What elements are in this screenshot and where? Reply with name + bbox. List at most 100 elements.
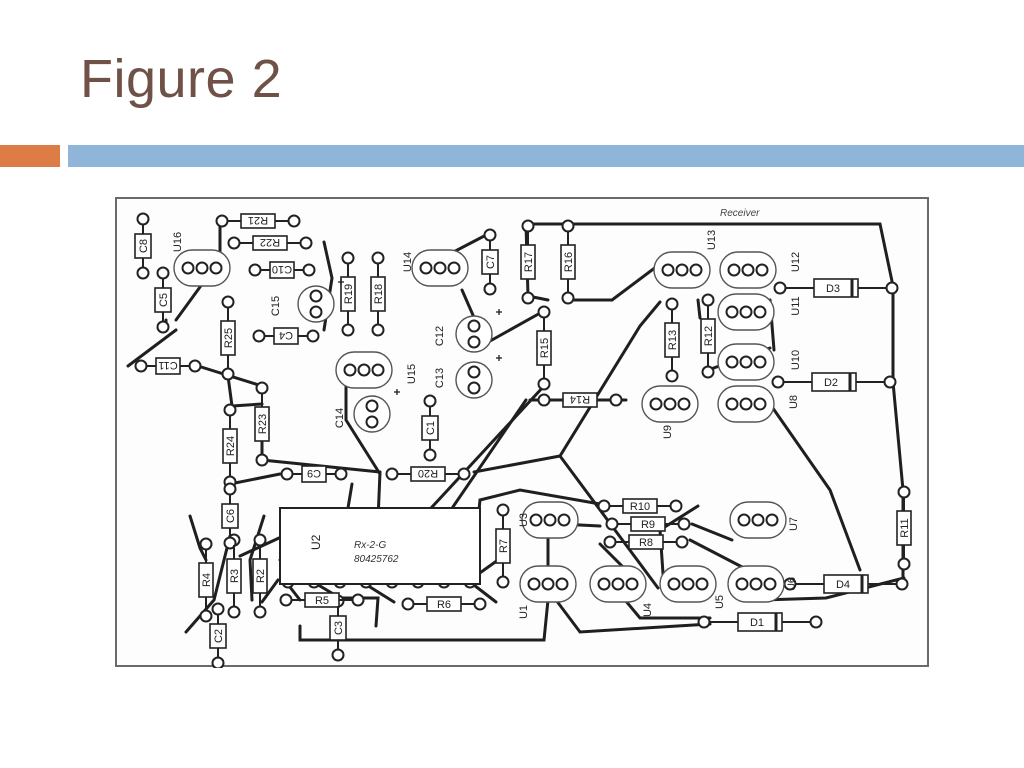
resistor-label: R22 <box>260 236 280 248</box>
transistor-pad <box>663 397 677 411</box>
elcap-c12-label: C12 <box>434 326 446 346</box>
elcap-c12-outline <box>455 315 493 353</box>
capacitor-body <box>421 415 439 441</box>
resistor-label: R19 <box>343 284 355 304</box>
transistor-pad <box>763 577 777 591</box>
resistor-r19: R19 <box>340 263 356 325</box>
elcap-pad <box>365 415 379 429</box>
resistor-r16: R16 <box>560 231 576 293</box>
resistor-r24: R24 <box>222 415 238 477</box>
capacitor-body <box>301 465 327 483</box>
resistor-body <box>700 318 716 354</box>
diode-d1: D1 <box>710 612 810 632</box>
transistor-pad <box>419 261 433 275</box>
transistor-u9-label: U9 <box>662 425 674 439</box>
capacitor-label: C10 <box>272 263 292 275</box>
resistor-body <box>304 592 340 608</box>
capacitor-body <box>155 357 181 375</box>
resistor-body <box>630 516 666 532</box>
transistor-u13-label: U13 <box>706 230 718 250</box>
transistor-u3-label: U3 <box>518 513 530 527</box>
resistor-body <box>410 466 446 482</box>
resistor-label: R14 <box>570 393 590 405</box>
slide-title: Figure 2 <box>80 49 283 109</box>
capacitor-body <box>329 615 347 641</box>
transistor-pad <box>447 261 461 275</box>
resistor-r25: R25 <box>220 307 236 369</box>
capacitor-label: C6 <box>225 509 237 523</box>
transistor-pad <box>689 263 703 277</box>
resistor-body <box>562 392 598 408</box>
transistor-pad <box>677 397 691 411</box>
transistor-pad <box>753 305 767 319</box>
elcap-c15-label: C15 <box>270 296 282 316</box>
capacitor-body <box>269 261 295 279</box>
transistor-u15-label: U15 <box>406 364 418 384</box>
resistor-r2: R2 <box>252 545 268 607</box>
resistor-label: R7 <box>498 539 510 553</box>
resistor-label: R17 <box>523 252 535 272</box>
diode-pad <box>885 281 899 295</box>
transistor-u5-label: U5 <box>714 595 726 609</box>
transistor-pad <box>751 513 765 527</box>
capacitor-label: C9 <box>307 467 321 479</box>
diode-pad <box>895 577 909 591</box>
diode-d3: D3 <box>786 278 886 298</box>
transistor-u11-label: U11 <box>790 296 802 315</box>
capacitor-c3: C3 <box>329 606 347 650</box>
elcap-pad <box>467 319 481 333</box>
elcap-pad <box>467 381 481 395</box>
chip-marking-1: Rx-2-G <box>354 540 386 551</box>
resistor-body <box>896 510 912 546</box>
resistor-r13: R13 <box>664 309 680 371</box>
chip-u2-body <box>279 507 481 585</box>
resistor-r20: R20 <box>397 466 459 482</box>
resistor-body <box>560 244 576 280</box>
transistor-pad <box>741 263 755 277</box>
diode-label: D4 <box>836 579 850 591</box>
resistor-label: R18 <box>373 284 385 304</box>
transistor-pad <box>753 355 767 369</box>
resistor-r3: R3 <box>226 545 242 607</box>
capacitor-c9: C9 <box>292 465 336 483</box>
capacitor-body <box>209 623 227 649</box>
elcap-pad <box>309 289 323 303</box>
transistor-pad <box>737 513 751 527</box>
resistor-body <box>340 276 356 312</box>
resistor-label: R21 <box>248 214 268 226</box>
resistor-r23: R23 <box>254 393 270 455</box>
resistor-label: R15 <box>539 338 551 358</box>
capacitor-label: C3 <box>333 621 345 635</box>
resistor-label: R24 <box>225 436 237 456</box>
diode-body <box>813 278 859 298</box>
resistor-body <box>252 558 268 594</box>
resistor-r11: R11 <box>896 497 912 559</box>
capacitor-label: C2 <box>213 629 225 643</box>
transistor-pad <box>195 261 209 275</box>
capacitor-c11: C11 <box>146 357 190 375</box>
transistor-pad <box>667 577 681 591</box>
resistor-body <box>664 322 680 358</box>
transistor-pad <box>357 363 371 377</box>
transistor-pad <box>725 305 739 319</box>
resistor-label: R12 <box>703 326 715 346</box>
transistor-u4-label: U4 <box>642 603 654 617</box>
resistor-label: R4 <box>201 573 213 587</box>
resistor-r9: R9 <box>617 516 679 532</box>
diode-pad <box>809 615 823 629</box>
chip-ref-label: U2 <box>309 534 323 550</box>
transistor-pad <box>681 577 695 591</box>
elcap-pad <box>467 335 481 349</box>
transistor-pad <box>433 261 447 275</box>
transistor-pad <box>209 261 223 275</box>
resistor-body <box>254 406 270 442</box>
transistor-pad <box>661 263 675 277</box>
capacitor-body <box>481 249 499 275</box>
capacitor-c1: C1 <box>421 406 439 450</box>
transistor-pad <box>735 577 749 591</box>
transistor-pad <box>625 577 639 591</box>
resistor-body <box>520 244 536 280</box>
resistor-label: R2 <box>255 569 267 583</box>
resistor-r5: R5 <box>291 592 353 608</box>
transistor-pad <box>649 397 663 411</box>
